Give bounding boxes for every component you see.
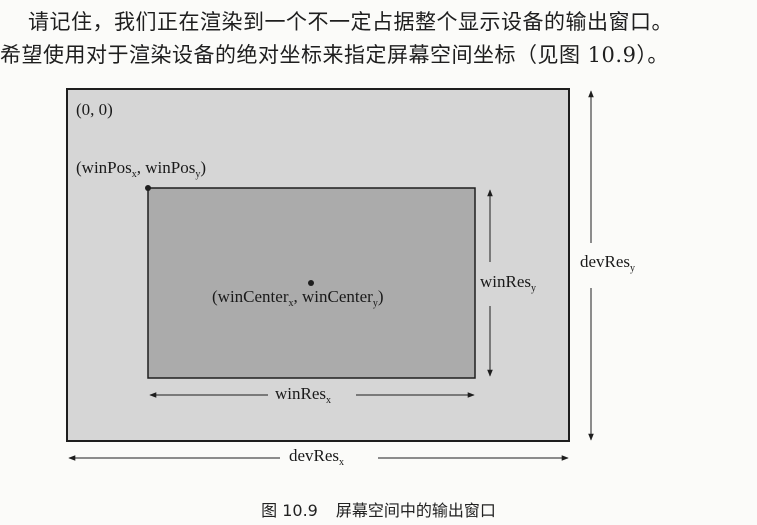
winres-y-label: winResy — [480, 272, 536, 294]
paragraph-line-1: 请记住，我们正在渲染到一个不一定占据整个显示设备的输出窗口。 — [28, 10, 673, 34]
winpos-point — [145, 185, 151, 191]
figure-caption: 图 10.9 屏幕空间中的输出窗口 — [0, 497, 757, 521]
paragraph-line-2: 希望使用对于渲染设备的绝对坐标来指定屏幕空间坐标（见图 10.9）。 — [0, 43, 669, 67]
caption-number: 图 10.9 — [261, 501, 318, 520]
wincenter-point — [308, 280, 314, 286]
devres-x-label: devResx — [289, 446, 345, 468]
winpos-label: (winPosx, winPosy) — [76, 158, 206, 180]
origin-label: (0, 0) — [76, 100, 113, 119]
caption-title: 屏幕空间中的输出窗口 — [335, 501, 496, 520]
devres-y-label: devResy — [580, 252, 636, 274]
winres-x-label: winResx — [275, 384, 331, 406]
wincenter-label: (winCenterx, winCentery) — [212, 287, 384, 309]
